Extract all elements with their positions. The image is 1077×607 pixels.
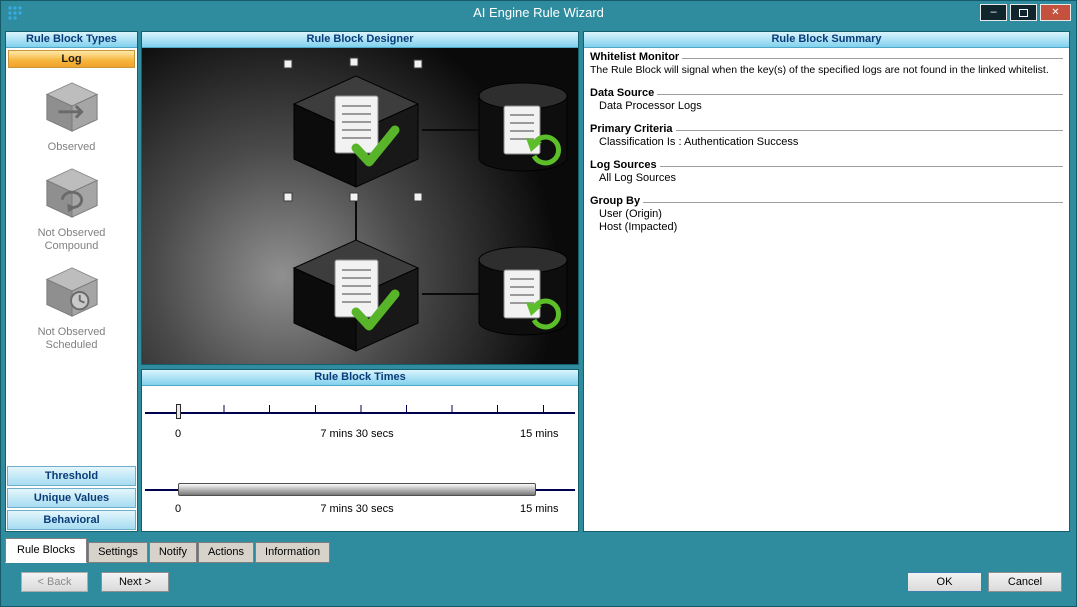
summary-section-data-source: Data Source Data Processor Logs bbox=[590, 87, 1063, 113]
section-divider bbox=[675, 129, 1063, 131]
slider-label: 7 mins 30 secs bbox=[320, 503, 394, 515]
time-range-bar[interactable] bbox=[178, 483, 536, 496]
green-check-icon bbox=[351, 125, 400, 167]
rule-block-types-panel: Rule Block Types Log Observed Not Observ… bbox=[5, 31, 138, 532]
ok-button[interactable]: OK bbox=[907, 572, 982, 592]
section-title: Log Sources bbox=[590, 159, 657, 171]
slider-label: 0 bbox=[175, 428, 182, 440]
section-divider bbox=[643, 201, 1063, 203]
app-logo-icon bbox=[7, 5, 23, 21]
rule-type-not-observed-compound[interactable]: Not Observed Compound bbox=[6, 165, 137, 253]
whitelist-db-icon[interactable] bbox=[478, 82, 568, 172]
rule-block-times-header: Rule Block Times bbox=[142, 370, 578, 386]
close-button[interactable]: ✕ bbox=[1040, 4, 1071, 21]
section-line: The Rule Block will signal when the key(… bbox=[590, 64, 1049, 76]
section-divider bbox=[682, 57, 1063, 59]
slider-label: 15 mins bbox=[520, 503, 559, 515]
slider-label: 0 bbox=[175, 503, 182, 515]
maximize-button[interactable] bbox=[1010, 4, 1037, 21]
section-title: Primary Criteria bbox=[590, 123, 673, 135]
rule-type-threshold-button[interactable]: Threshold bbox=[7, 466, 136, 486]
rule-type-not-observed-scheduled[interactable]: Not Observed Scheduled bbox=[6, 264, 137, 352]
time-slider-thumb[interactable] bbox=[176, 404, 181, 419]
section-line: Host (Impacted) bbox=[599, 221, 678, 233]
rule-block-designer-panel: Rule Block Designer bbox=[141, 31, 579, 365]
not-observed-compound-cube-icon bbox=[45, 168, 98, 218]
sync-arrows-icon bbox=[526, 134, 562, 166]
rule-block-summary-panel: Rule Block Summary Whitelist Monitor The… bbox=[583, 31, 1070, 532]
section-title: Whitelist Monitor bbox=[590, 51, 680, 63]
whitelist-db-icon[interactable] bbox=[478, 246, 568, 336]
rule-block-summary-header: Rule Block Summary bbox=[584, 32, 1069, 48]
rule-type-log-button[interactable]: Log bbox=[8, 50, 135, 68]
slider-label: 15 mins bbox=[520, 428, 559, 440]
summary-section-whitelist-monitor: Whitelist Monitor The Rule Block will si… bbox=[590, 51, 1063, 77]
not-observed-scheduled-cube-icon bbox=[45, 267, 98, 317]
rule-type-observed[interactable]: Observed bbox=[6, 79, 137, 154]
section-line: User (Origin) bbox=[599, 208, 662, 220]
tab-information[interactable]: Information bbox=[255, 542, 331, 563]
section-title: Data Source bbox=[590, 87, 655, 99]
summary-section-log-sources: Log Sources All Log Sources bbox=[590, 159, 1063, 185]
log-block-icon[interactable] bbox=[292, 239, 420, 352]
section-title: Group By bbox=[590, 195, 641, 207]
summary-section-primary-criteria: Primary Criteria Classification Is : Aut… bbox=[590, 123, 1063, 149]
green-check-icon bbox=[351, 289, 400, 331]
rule-type-label: Not Observed Compound bbox=[37, 227, 106, 252]
slider-tick-marks bbox=[178, 405, 544, 412]
designer-canvas[interactable] bbox=[142, 48, 578, 364]
rule-type-unique-values-button[interactable]: Unique Values bbox=[7, 488, 136, 508]
rule-block-types-header: Rule Block Types bbox=[6, 32, 137, 48]
tab-rule-blocks[interactable]: Rule Blocks bbox=[5, 538, 88, 563]
observed-cube-icon bbox=[45, 82, 98, 132]
rule-block-times-panel: Rule Block Times 0 7 mins 30 secs 15 min… bbox=[141, 369, 579, 532]
tab-actions[interactable]: Actions bbox=[197, 542, 255, 563]
slider-label: 7 mins 30 secs bbox=[320, 428, 394, 440]
rule-type-label: Observed bbox=[47, 141, 96, 153]
section-line: Classification Is : Authentication Succe… bbox=[599, 136, 799, 148]
titlebar[interactable]: AI Engine Rule Wizard – ✕ bbox=[1, 1, 1076, 25]
cancel-button[interactable]: Cancel bbox=[988, 572, 1062, 592]
summary-section-group-by: Group By User (Origin) Host (Impacted) bbox=[590, 195, 1063, 234]
rule-type-behavioral-button[interactable]: Behavioral bbox=[7, 510, 136, 530]
sync-arrows-icon bbox=[526, 298, 562, 330]
tab-notify[interactable]: Notify bbox=[148, 542, 197, 563]
maximize-icon bbox=[1019, 8, 1028, 17]
section-divider bbox=[657, 93, 1063, 95]
selection-handles[interactable] bbox=[283, 57, 423, 202]
section-divider bbox=[659, 165, 1063, 167]
rule-type-label: Not Observed Scheduled bbox=[37, 326, 106, 351]
section-line: All Log Sources bbox=[599, 172, 677, 184]
next-button[interactable]: Next > bbox=[101, 572, 169, 592]
section-line: Data Processor Logs bbox=[599, 100, 702, 112]
minimize-button[interactable]: – bbox=[980, 4, 1007, 21]
back-button[interactable]: < Back bbox=[21, 572, 88, 592]
log-block-icon[interactable] bbox=[292, 75, 420, 188]
window-title: AI Engine Rule Wizard bbox=[473, 5, 604, 20]
rule-block-designer-header: Rule Block Designer bbox=[142, 32, 578, 48]
tab-settings[interactable]: Settings bbox=[88, 542, 148, 563]
time-slider-track[interactable] bbox=[145, 412, 575, 414]
wizard-tabbar: Rule Blocks Settings Notify Actions Info… bbox=[5, 538, 331, 563]
